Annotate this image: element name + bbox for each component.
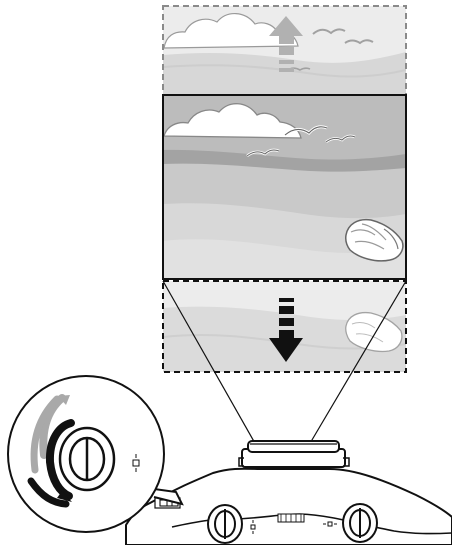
lens-shift-dial-right[interactable]: [343, 504, 377, 542]
zoomed-lens-shift-dial[interactable]: [60, 428, 114, 490]
main-projected-screen: [163, 95, 406, 279]
lens-shift-dial-left[interactable]: [208, 505, 242, 543]
